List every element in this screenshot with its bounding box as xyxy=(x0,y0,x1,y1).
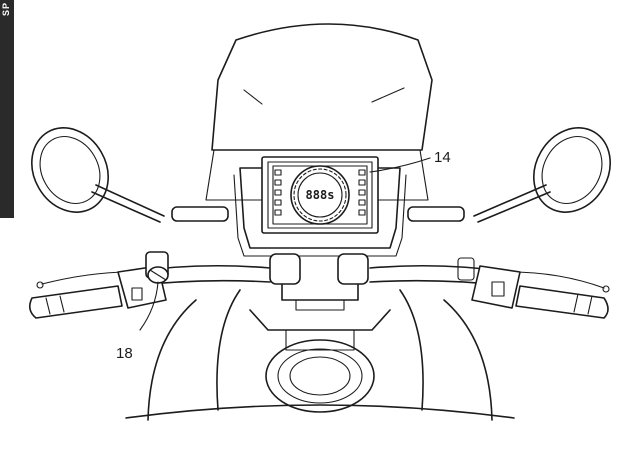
reference-label-display: 14 xyxy=(434,149,451,166)
right-grip xyxy=(457,257,609,319)
fuel-tank xyxy=(125,299,515,421)
reference-label-control-switch: 18 xyxy=(116,345,133,362)
instrument-housing xyxy=(233,167,407,257)
left-mirror xyxy=(31,127,165,223)
control-switch xyxy=(131,251,169,301)
display-readout: 888s xyxy=(306,188,335,202)
left-indicator xyxy=(171,206,229,222)
reference-numeral-14: 14 xyxy=(369,149,451,173)
right-indicator xyxy=(407,206,465,222)
top-clamp xyxy=(269,253,369,311)
right-mirror xyxy=(473,127,611,223)
display-unit: 888s xyxy=(261,156,379,234)
reference-numeral-18: 18 xyxy=(116,281,159,362)
fork-and-headstock xyxy=(216,289,424,411)
watermark-badge: SP xyxy=(0,0,14,218)
